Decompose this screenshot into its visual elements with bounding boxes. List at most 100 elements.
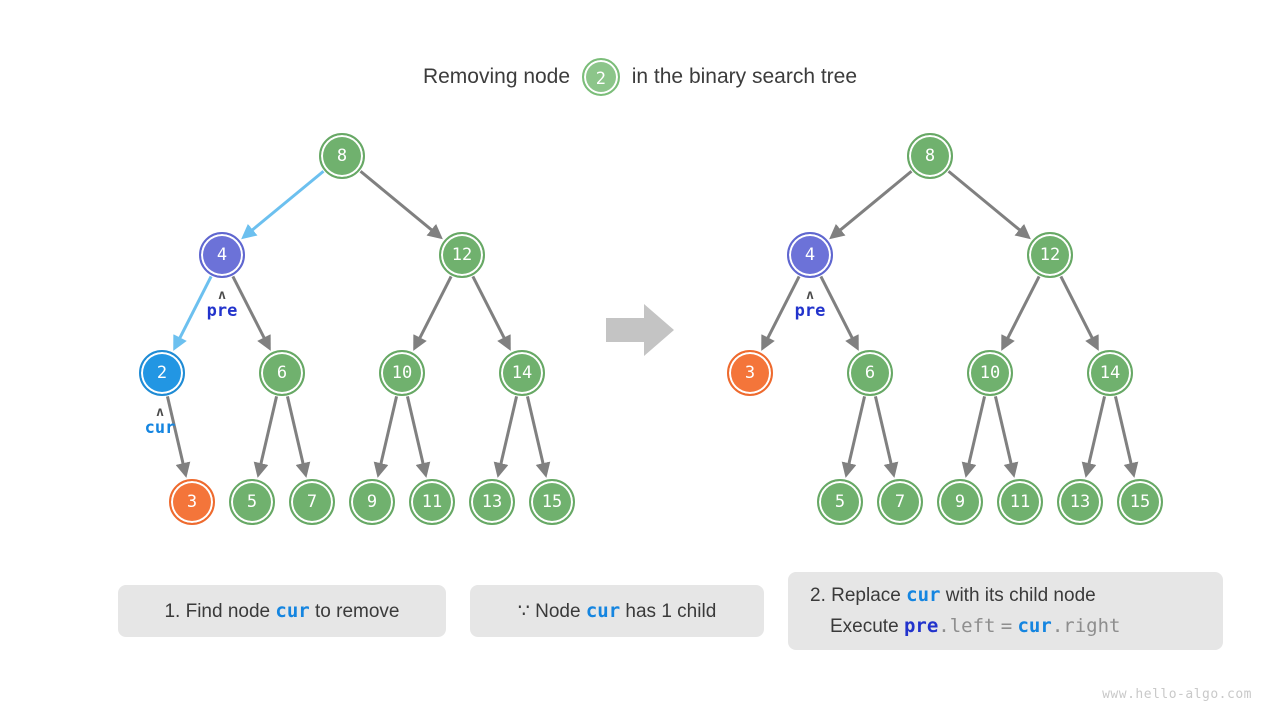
tree-edge xyxy=(1081,396,1107,478)
tree-edge xyxy=(1059,275,1099,351)
pointer-text: pre xyxy=(206,301,238,321)
pointer-text: pre xyxy=(794,301,826,321)
node-value: 4 xyxy=(804,245,816,265)
node-value: 11 xyxy=(421,492,443,512)
caption3-line2-right: .right xyxy=(1051,615,1121,637)
title-node-badge: 2 xyxy=(581,58,620,96)
transition-arrow-icon xyxy=(606,304,674,356)
tree-node-2[interactable]: 2 xyxy=(139,350,185,396)
tree-node-11[interactable]: 11 xyxy=(997,479,1043,525)
caret-up-icon: ʌ xyxy=(218,288,226,303)
tree-node-5[interactable]: 5 xyxy=(817,479,863,525)
caption-step-1: 1. Find node cur to remove xyxy=(118,585,446,637)
node-value: 11 xyxy=(1009,492,1031,512)
tree-node-14[interactable]: 14 xyxy=(1087,350,1133,396)
caption3-line1-keyword: cur xyxy=(906,584,941,606)
tree-node-12[interactable]: 12 xyxy=(1027,232,1073,278)
caption2-suffix: has 1 child xyxy=(625,600,717,622)
tree-node-13[interactable]: 13 xyxy=(469,479,515,525)
tree-node-9[interactable]: 9 xyxy=(937,479,983,525)
tree-edge xyxy=(173,275,213,351)
caption1-prefix: 1. Find node xyxy=(164,600,271,622)
tree-node-15[interactable]: 15 xyxy=(1117,479,1163,525)
title-suffix: in the binary search tree xyxy=(631,65,858,88)
tree-node-8[interactable]: 8 xyxy=(319,133,365,179)
tree-node-6[interactable]: 6 xyxy=(259,350,305,396)
node-value: 6 xyxy=(276,363,288,383)
tree-node-6[interactable]: 6 xyxy=(847,350,893,396)
tree-node-9[interactable]: 9 xyxy=(349,479,395,525)
tree-edge xyxy=(359,170,443,240)
tree-edge xyxy=(493,396,519,478)
node-value: 12 xyxy=(451,245,473,265)
tree-edge xyxy=(525,396,551,478)
watermark: www.hello-algo.com xyxy=(1102,687,1252,702)
tree-edge xyxy=(471,275,511,351)
node-value: 3 xyxy=(744,363,756,383)
tree-edge xyxy=(241,170,325,240)
tree-node-7[interactable]: 7 xyxy=(877,479,923,525)
tree-node-4[interactable]: 4 xyxy=(787,232,833,278)
tree-node-14[interactable]: 14 xyxy=(499,350,545,396)
tree-edge xyxy=(947,170,1031,240)
tree-node-3[interactable]: 3 xyxy=(169,479,215,525)
title-prefix: Removing node xyxy=(422,65,571,88)
node-value: 7 xyxy=(894,492,906,512)
tree-node-7[interactable]: 7 xyxy=(289,479,335,525)
caption1-suffix: to remove xyxy=(315,600,400,622)
node-value: 2 xyxy=(156,363,168,383)
tree-edge xyxy=(841,396,867,478)
node-value: 12 xyxy=(1039,245,1061,265)
caption3-line1-prefix: 2. Replace xyxy=(810,585,901,606)
tree-edge xyxy=(231,275,271,351)
node-value: 5 xyxy=(834,492,846,512)
tree-edge xyxy=(961,396,987,478)
tree-edge xyxy=(165,396,191,478)
caption3-line2-equals: = xyxy=(1000,615,1013,637)
tree-edge xyxy=(873,396,899,478)
tree-edge xyxy=(1113,396,1139,478)
tree-node-13[interactable]: 13 xyxy=(1057,479,1103,525)
caption-step-2: 2. Replace cur with its child node Execu… xyxy=(788,572,1223,650)
node-value: 13 xyxy=(1069,492,1091,512)
node-value: 5 xyxy=(246,492,258,512)
tree-node-11[interactable]: 11 xyxy=(409,479,455,525)
node-value: 8 xyxy=(924,146,936,166)
tree-node-15[interactable]: 15 xyxy=(529,479,575,525)
caption1-keyword: cur xyxy=(275,599,310,622)
tree-node-10[interactable]: 10 xyxy=(379,350,425,396)
node-value: 10 xyxy=(979,363,1001,383)
tree-node-4[interactable]: 4 xyxy=(199,232,245,278)
tree-edge xyxy=(413,275,453,351)
node-value: 14 xyxy=(1099,363,1121,383)
tree-node-10[interactable]: 10 xyxy=(967,350,1013,396)
caption2-prefix: ∵ Node xyxy=(517,600,581,622)
tree-edge xyxy=(373,396,399,478)
caret-up-icon: ʌ xyxy=(806,288,814,303)
tree-node-12[interactable]: 12 xyxy=(439,232,485,278)
caption3-line2-prefix: Execute xyxy=(830,616,899,637)
tree-node-5[interactable]: 5 xyxy=(229,479,275,525)
node-value: 6 xyxy=(864,363,876,383)
node-value: 4 xyxy=(216,245,228,265)
node-value: 15 xyxy=(541,492,563,512)
node-value: 9 xyxy=(366,492,378,512)
tree-node-8[interactable]: 8 xyxy=(907,133,953,179)
tree-edge xyxy=(993,396,1019,478)
tree-edge xyxy=(829,170,913,240)
tree-node-3[interactable]: 3 xyxy=(727,350,773,396)
tree-edge xyxy=(253,396,279,478)
node-value: 3 xyxy=(186,492,198,512)
caption3-line2-pre: pre xyxy=(903,615,939,637)
caret-up-icon: ʌ xyxy=(156,405,164,420)
pointer-text: cur xyxy=(144,418,176,438)
node-value: 7 xyxy=(306,492,318,512)
node-value: 10 xyxy=(391,363,413,383)
tree-edge xyxy=(405,396,431,478)
caption2-keyword: cur xyxy=(585,599,621,622)
